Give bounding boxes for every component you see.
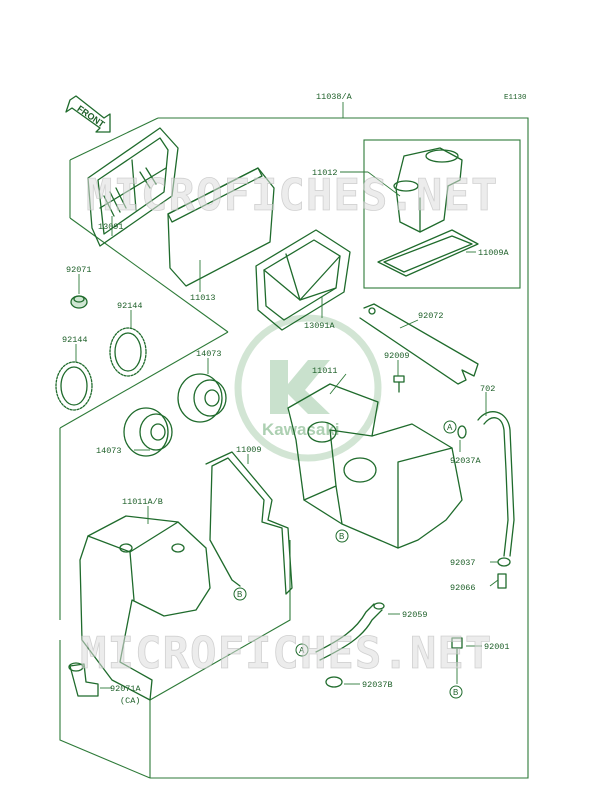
callout-13091: 13091 (98, 222, 124, 232)
watermark-top: MICROFICHES.NET (86, 170, 498, 221)
callout-92059: 92059 (402, 610, 428, 620)
callout-labels: E1130 11038/A 11012 11009A 13091 11013 1… (62, 92, 527, 706)
callout-92144-b: 92144 (62, 335, 88, 345)
lower-case-11011AB (79, 515, 211, 701)
clamp-92144-b (55, 361, 93, 411)
cap-14073-lower (123, 407, 173, 457)
air-box-case-11011 (287, 383, 463, 549)
callout-13091A: 13091A (304, 321, 336, 331)
callout-11009: 11009 (236, 445, 262, 455)
callout-14073-a: 14073 (196, 349, 222, 359)
leader-lines (75, 171, 499, 689)
svg-text:B: B (453, 688, 458, 697)
callout-92001: 92001 (484, 642, 510, 652)
callout-11011AB: 11011A/B (122, 497, 163, 507)
callout-92037A: 92037A (450, 456, 482, 466)
bracket-92072 (359, 303, 479, 385)
callout-92144-a: 92144 (117, 301, 143, 311)
clamp-92037B (325, 676, 343, 688)
grommet-92071 (70, 295, 88, 309)
element-frame-13091A (255, 229, 351, 331)
inset-box (363, 139, 521, 289)
callout-11011: 11011 (312, 366, 338, 376)
callout-92072: 92072 (418, 311, 444, 321)
gasket-11009 (205, 451, 293, 595)
sponge-11013 (167, 167, 275, 287)
callout-92037B: 92037B (362, 680, 393, 690)
ref-marker-a-1: A (443, 420, 457, 434)
callout-14073-b: 14073 (96, 446, 122, 456)
clamp-92037 (497, 557, 511, 567)
callout-92071A: 92071A (110, 684, 142, 694)
callout-11009A: 11009A (478, 248, 510, 258)
gasket-11009A (377, 229, 479, 277)
logo-text: Kawasaki (262, 420, 340, 439)
callout-11038A: 11038/A (316, 92, 353, 102)
duct-11012 (393, 147, 463, 233)
diagram-code: E1130 (504, 94, 527, 102)
bolt-92001 (451, 637, 463, 667)
filter-element-13091 (87, 127, 179, 247)
clamp-92144-a (109, 327, 147, 377)
svg-text:A: A (299, 646, 305, 655)
ref-marker-a-2: A (295, 643, 309, 657)
svg-text:B: B (339, 532, 344, 541)
ref-marker-b-3: B (449, 685, 463, 699)
callout-11012: 11012 (312, 168, 338, 178)
callout-92037: 92037 (450, 558, 476, 568)
kawasaki-logo-watermark: Kawasaki (234, 314, 382, 462)
callout-92009: 92009 (384, 351, 410, 361)
elbow-92071A (68, 662, 99, 697)
svg-text:B: B (237, 590, 242, 599)
assembly-frame (59, 102, 529, 779)
screw-92009 (393, 375, 405, 393)
tube-92059 (315, 602, 385, 661)
cap-14073-upper (177, 373, 227, 423)
watermark-bottom: MICROFICHES.NET (80, 628, 492, 679)
svg-text:A: A (447, 423, 453, 432)
plug-92066 (497, 573, 507, 589)
callout-92071: 92071 (66, 265, 92, 275)
ref-marker-b-1: B (335, 529, 349, 543)
callout-92066: 92066 (450, 583, 476, 593)
callout-ca: (CA) (120, 696, 140, 706)
front-arrow: FRONT (65, 95, 111, 133)
callout-702: 702 (480, 384, 495, 394)
hose-702 (477, 411, 515, 557)
clamp-92037A (457, 425, 467, 439)
callout-11013: 11013 (190, 293, 216, 303)
ref-marker-b-2: B (233, 587, 247, 601)
